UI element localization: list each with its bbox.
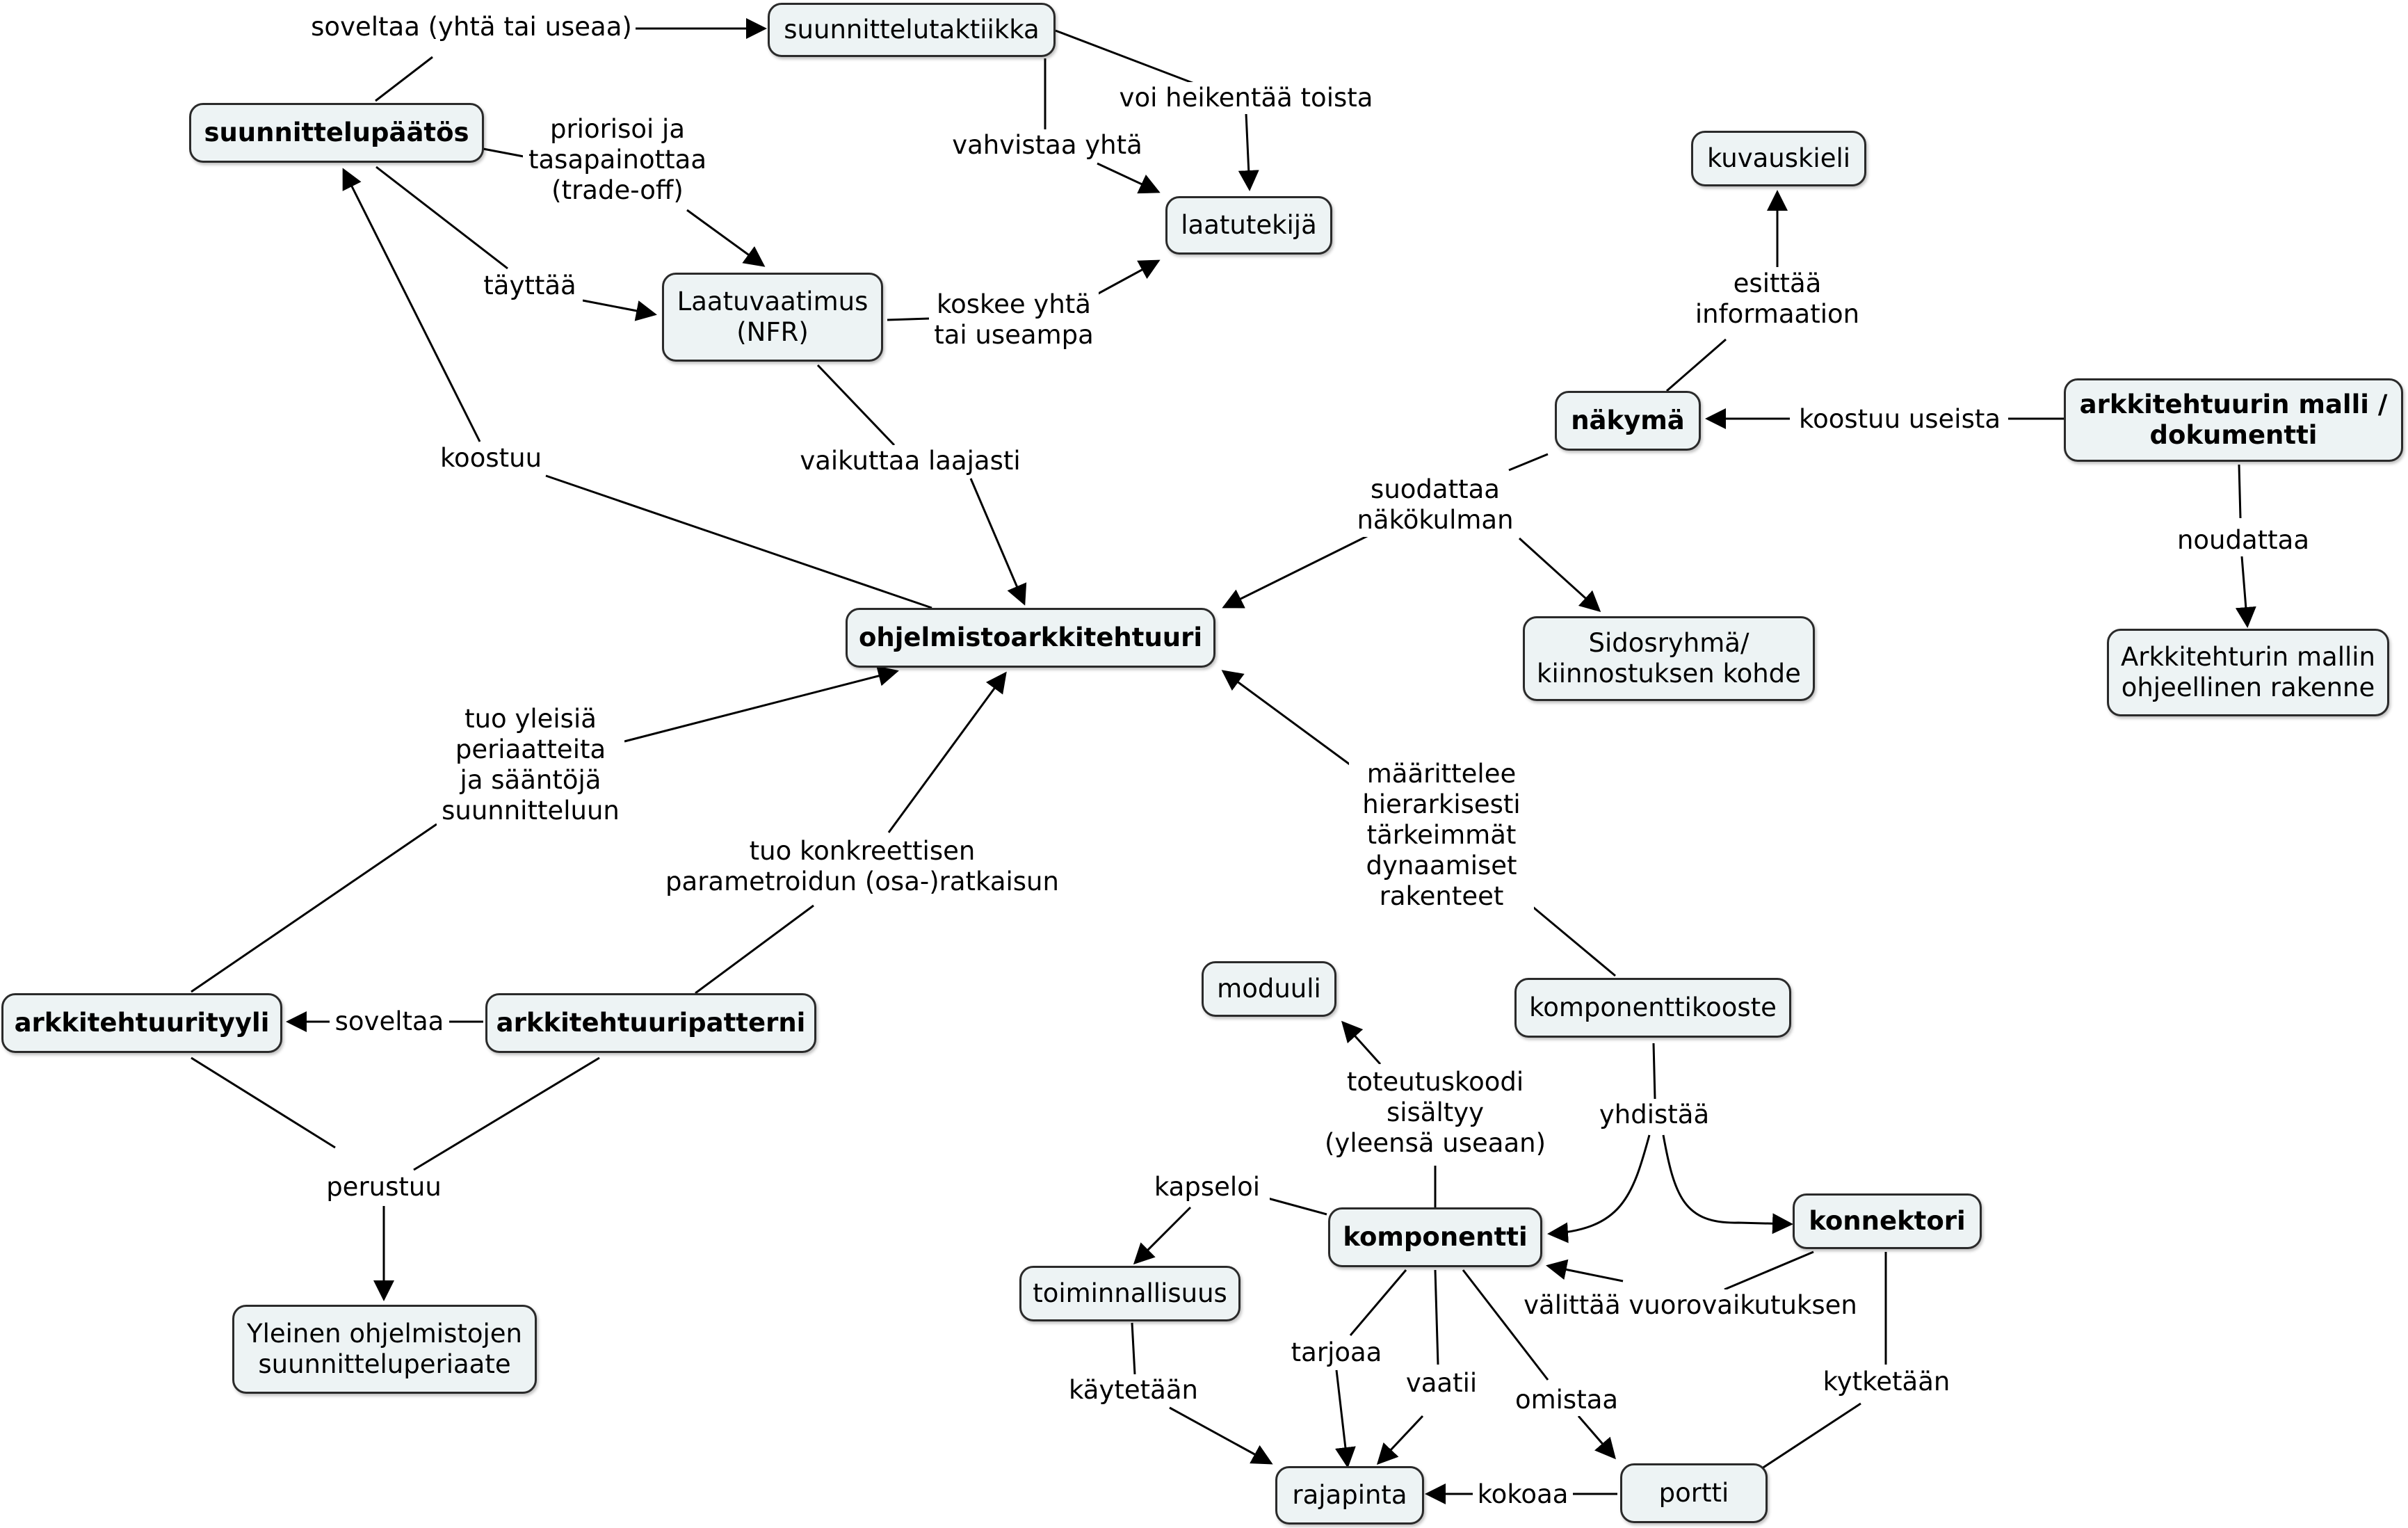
- node-suunnittelutaktiikka: suunnittelutaktiikka: [768, 3, 1056, 57]
- node-portti: portti: [1620, 1463, 1768, 1523]
- link-kaytetaan: käytetään: [1061, 1374, 1206, 1406]
- node-yleinen-periaate: Yleinen ohjelmistojen suunnitteluperiaat…: [232, 1305, 537, 1394]
- link-tuo-yleisia: tuo yleisiä periaatteita ja sääntöjä suu…: [437, 702, 624, 828]
- node-suunnittelupaatos: suunnittelupäätös: [189, 103, 484, 163]
- edge-suodattaa-sidosryhma: [1518, 537, 1601, 613]
- edge-tuoyleisia-arkkitehtuuri: [624, 666, 899, 743]
- edge-priorisoi-laatuvaatimus: [686, 209, 766, 267]
- link-voi-heikentaa: voi heikentää toista: [1117, 82, 1375, 114]
- edge-nakyma-suodattaa: [1508, 453, 1549, 472]
- node-arkkitehtuuripatterni: arkkitehtuuripatterni: [485, 993, 816, 1053]
- node-toiminnallisuus: toiminnallisuus: [1019, 1266, 1241, 1321]
- edge-tayttaa-laatuvaatimus: [582, 299, 657, 321]
- edge-toteutuskoodi-moduuli: [1341, 1020, 1382, 1065]
- link-kytketaan: kytketään: [1812, 1366, 1961, 1398]
- edge-koostuu-paatos: [342, 168, 481, 442]
- edge-malli-noudattaa: [2238, 464, 2242, 519]
- link-valittaa: välittää vuorovaikutuksen: [1519, 1289, 1862, 1321]
- edge-noudattaa-rakenne: [2235, 556, 2256, 628]
- edge-voiheikentaa-laatutekija: [1238, 113, 1259, 191]
- link-tarjoaa: tarjoaa: [1281, 1337, 1392, 1369]
- edge-kaytetaan-rajapinta: [1169, 1406, 1273, 1465]
- link-tayttaa: täyttää: [477, 270, 583, 302]
- edge-patterni-perustuu: [413, 1056, 600, 1171]
- edge-vaatii-rajapinta: [1376, 1415, 1424, 1465]
- link-vaatii: vaatii: [1396, 1367, 1487, 1399]
- edge-koskee-laatutekija: [1094, 259, 1161, 297]
- edge-paatos-priorisoi: [483, 147, 524, 158]
- edge-maarittelee-arkkitehtuuri: [1221, 670, 1364, 775]
- edge-yhdistaa-komponentti: [1547, 1134, 1651, 1244]
- link-suodattaa: suodattaa näkökulman: [1346, 473, 1524, 537]
- node-sidosryhma: Sidosryhmä/ kiinnostuksen kohde: [1523, 616, 1815, 701]
- link-koskee: koskee yhtä tai useampa: [929, 288, 1099, 352]
- edge-patterni-tuokonkreettisen: [695, 904, 814, 995]
- link-kokoaa: kokoaa: [1473, 1479, 1573, 1511]
- edge-vahvistaa-laatutekija: [1097, 162, 1161, 194]
- edge-kooste-yhdistaa: [1652, 1043, 1656, 1100]
- link-vaikuttaa: vaikuttaa laajasti: [794, 445, 1026, 477]
- edge-taktiikka-voiheikentaa: [1055, 29, 1197, 86]
- node-komponenttikooste: komponenttikooste: [1514, 978, 1791, 1038]
- edge-tyyli-tuoyleisia: [191, 823, 437, 993]
- node-nakyma: näkymä: [1555, 391, 1701, 451]
- link-omistaa: omistaa: [1505, 1384, 1629, 1416]
- link-kapseloi: kapseloi: [1145, 1171, 1270, 1203]
- link-priorisoi: priorisoi ja tasapainottaa (trade-off): [523, 113, 712, 207]
- node-kuvauskieli: kuvauskieli: [1691, 131, 1866, 186]
- edge-tarjoaa-rajapinta: [1334, 1369, 1356, 1468]
- link-maarittelee: määrittelee hierarkisesti tärkeimmät dyn…: [1349, 758, 1534, 912]
- edge-komponentti-tarjoaa: [1349, 1269, 1407, 1336]
- link-toteutuskoodi: toteutuskoodi sisältyy (yleensä useaan): [1309, 1064, 1562, 1161]
- node-arkkitehtuurin-malli: arkkitehtuurin malli / dokumentti: [2064, 378, 2403, 462]
- edge-konnektori-valittaa: [1724, 1250, 1814, 1291]
- edge-paatos-tayttaa: [375, 166, 508, 270]
- edge-suodattaa-arkkitehtuuri: [1222, 531, 1375, 609]
- link-perustuu: perustuu: [313, 1171, 455, 1203]
- node-arkkitehtuurityyli: arkkitehtuurityyli: [1, 993, 282, 1053]
- edge-kapseloi-toiminnallisuus: [1133, 1206, 1192, 1265]
- edge-laatuvaatimus-koskee: [887, 317, 930, 321]
- link-noudattaa: noudattaa: [2169, 524, 2317, 556]
- edge-vaikuttaa-arkkitehtuuri: [969, 478, 1027, 606]
- edge-nakyma-esittaa: [1666, 338, 1727, 392]
- edge-komponentti-vaatii: [1434, 1269, 1439, 1365]
- edge-paatos-soveltaa: [375, 56, 433, 102]
- edge-yhdistaa-konnektori: [1662, 1134, 1793, 1235]
- link-tuo-konkreettisen: tuo konkreettisen parametroidun (osa-)ra…: [656, 835, 1068, 899]
- edge-omistaa-portti: [1577, 1415, 1616, 1460]
- edge-arkkitehtuuri-koostuu: [545, 474, 932, 609]
- link-soveltaa-yhta: soveltaa (yhtä tai useaa): [307, 11, 636, 43]
- edge-valittaa-komponentti: [1546, 1259, 1624, 1282]
- edge-komponentti-omistaa: [1462, 1269, 1549, 1381]
- edge-tyyli-perustuu: [191, 1056, 336, 1149]
- node-komponentti: komponentti: [1328, 1207, 1542, 1267]
- link-esittaa: esittää informaation: [1686, 267, 1869, 331]
- node-laatutekija: laatutekijä: [1165, 196, 1332, 255]
- link-yhdistaa: yhdistää: [1592, 1099, 1716, 1131]
- edge-kooste-maarittelee: [1530, 904, 1616, 977]
- edge-komponentti-kapseloi: [1265, 1196, 1327, 1216]
- link-soveltaa: soveltaa: [330, 1006, 449, 1038]
- edge-tuokonkreettisen-arkkitehtuuri: [887, 671, 1007, 833]
- link-koostuu: koostuu: [430, 442, 552, 474]
- edge-laatuvaatimus-vaikuttaa: [816, 364, 896, 447]
- node-konnektori: konnektori: [1793, 1193, 1982, 1249]
- link-vahvistaa-yhta: vahvistaa yhtä: [948, 129, 1146, 161]
- edge-toiminnallisuus-kaytetaan: [1131, 1322, 1136, 1375]
- link-koostuu-useista: koostuu useista: [1791, 403, 2008, 435]
- node-laatuvaatimus: Laatuvaatimus (NFR): [662, 273, 883, 362]
- node-rajapinta: rajapinta: [1275, 1466, 1424, 1525]
- node-mallin-rakenne: Arkkitehturin mallin ohjeellinen rakenne: [2107, 629, 2389, 716]
- node-ohjelmistoarkkitehtuuri: ohjelmistoarkkitehtuuri: [846, 608, 1215, 668]
- node-moduuli: moduuli: [1202, 961, 1336, 1017]
